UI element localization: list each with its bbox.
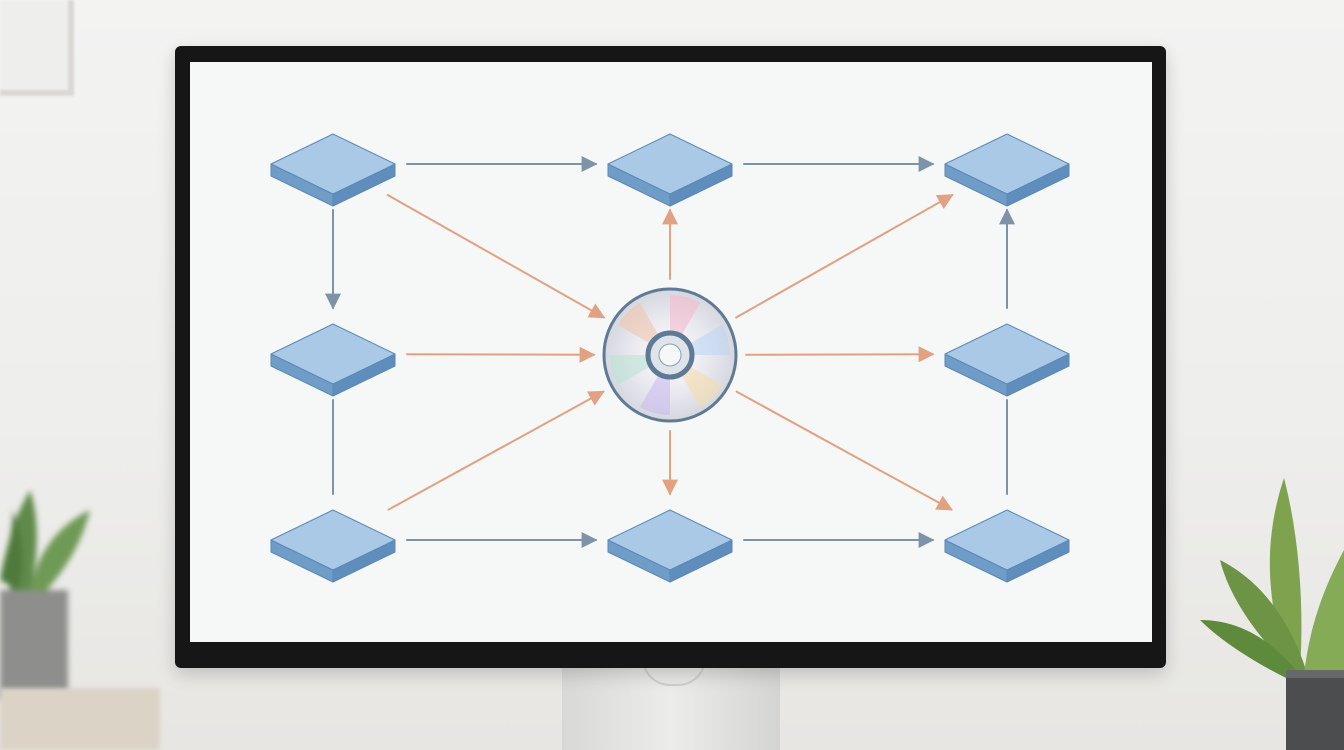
edge-top-left-to-disc-hub (386, 194, 606, 319)
disc-sheen-segment (618, 303, 658, 343)
wall-picture-frame (0, 0, 74, 96)
network-diagram (270, 133, 1070, 583)
node-middle-right (944, 323, 1070, 397)
disc-center-hole (658, 343, 682, 367)
node-middle-left (270, 323, 396, 397)
edge-disc-hub-to-top-right (735, 194, 954, 319)
disc-sheen-segment (670, 294, 700, 335)
disc-sheen-segment (682, 367, 722, 407)
optical-disc-icon (602, 287, 738, 423)
disc-sheen-segment (609, 355, 650, 385)
node-top-face (607, 133, 733, 195)
node-bottom-center (607, 509, 733, 583)
disc-sheen-segment (690, 325, 730, 355)
edge-disc-hub-to-middle-right (745, 346, 935, 363)
node-top-right (944, 133, 1070, 207)
disc-sheen-segment (640, 375, 670, 416)
node-top-face (607, 509, 733, 571)
node-top-face (270, 133, 396, 195)
hub-layer (602, 287, 738, 423)
edge-bottom-left-to-disc-hub (387, 390, 605, 511)
edges-layer (325, 156, 1015, 548)
node-top-face (270, 323, 396, 385)
node-bottom-right (944, 509, 1070, 583)
node-top-face (944, 133, 1070, 195)
node-top-center (607, 133, 733, 207)
background-shelf (0, 688, 160, 750)
node-top-face (270, 509, 396, 571)
nodes-layer (270, 133, 1070, 583)
node-top-face (944, 509, 1070, 571)
node-top-left (270, 133, 396, 207)
node-bottom-left (270, 509, 396, 583)
edge-disc-hub-to-bottom-right (735, 390, 953, 511)
node-top-face (944, 323, 1070, 385)
edge-middle-left-to-disc-hub (406, 346, 596, 363)
background-plant-right (1200, 478, 1344, 750)
background-plant-left (0, 490, 90, 700)
monitor-screen (190, 62, 1152, 642)
